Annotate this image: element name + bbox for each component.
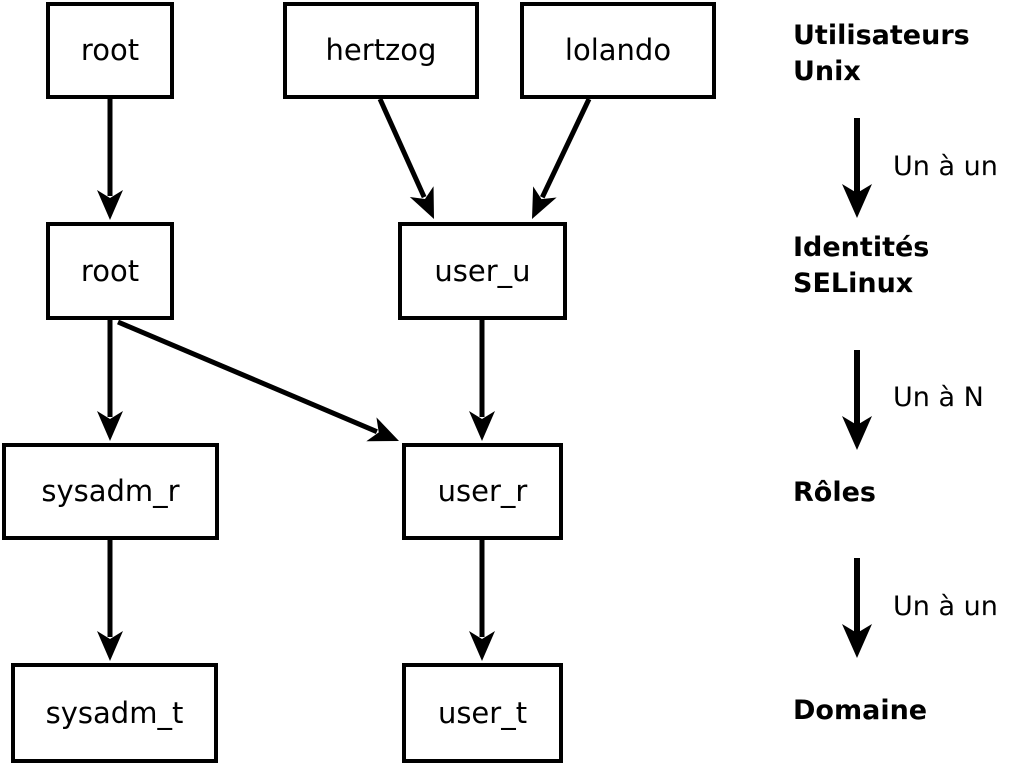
- edge-lolando-useru: [532, 97, 592, 219]
- node-unix_hertzog[interactable]: hertzog: [283, 2, 479, 99]
- node-label-unix_root: root: [80, 33, 140, 67]
- edge-selroot-userr: [117, 319, 399, 442]
- edge-sysadmr-sysadmt: [97, 540, 123, 661]
- edge-useru-userr: [469, 320, 495, 441]
- node-label-role_user: user_r: [437, 474, 528, 508]
- edge-userr-usert: [469, 540, 495, 661]
- node-unix_lolando[interactable]: lolando: [520, 2, 716, 99]
- node-unix_root[interactable]: root: [46, 2, 174, 99]
- node-label-role_sysadm: sysadm_r: [41, 474, 180, 508]
- legend-arrow-1: [842, 118, 872, 218]
- legend-arrow-2: [842, 350, 872, 450]
- legend-level-domaine: Domaine: [793, 695, 928, 726]
- legend-level-unix: Utilisateurs Unix: [793, 20, 970, 87]
- edge-hertzog-useru: [377, 97, 434, 219]
- legend-edge-label-3: Un à un: [893, 591, 998, 622]
- legend-edge-label-2: Un à N: [893, 382, 984, 413]
- legend-edge-label-1: Un à un: [893, 151, 998, 182]
- edge-unixroot-selroot: [97, 99, 123, 220]
- node-label-dom_sysadm: sysadm_t: [45, 695, 184, 730]
- legend-level-identites: Identités SELinux: [793, 232, 930, 299]
- node-label-unix_hertzog: hertzog: [325, 33, 437, 67]
- node-role_user[interactable]: user_r: [402, 443, 563, 540]
- node-role_sysadm[interactable]: sysadm_r: [2, 443, 219, 540]
- legend-level-roles: Rôles: [793, 477, 876, 508]
- edge-selroot-sysadmr: [97, 320, 123, 441]
- node-sel_user_u[interactable]: user_u: [398, 222, 567, 320]
- node-label-sel_root: root: [80, 253, 140, 288]
- node-label-unix_lolando: lolando: [564, 33, 672, 67]
- node-sel_root[interactable]: root: [46, 222, 174, 320]
- legend-arrow-3: [842, 558, 872, 658]
- node-label-sel_user_u: user_u: [434, 253, 531, 288]
- node-dom_sysadm[interactable]: sysadm_t: [11, 663, 218, 763]
- node-label-dom_user: user_t: [437, 695, 528, 730]
- node-dom_user[interactable]: user_t: [402, 663, 563, 763]
